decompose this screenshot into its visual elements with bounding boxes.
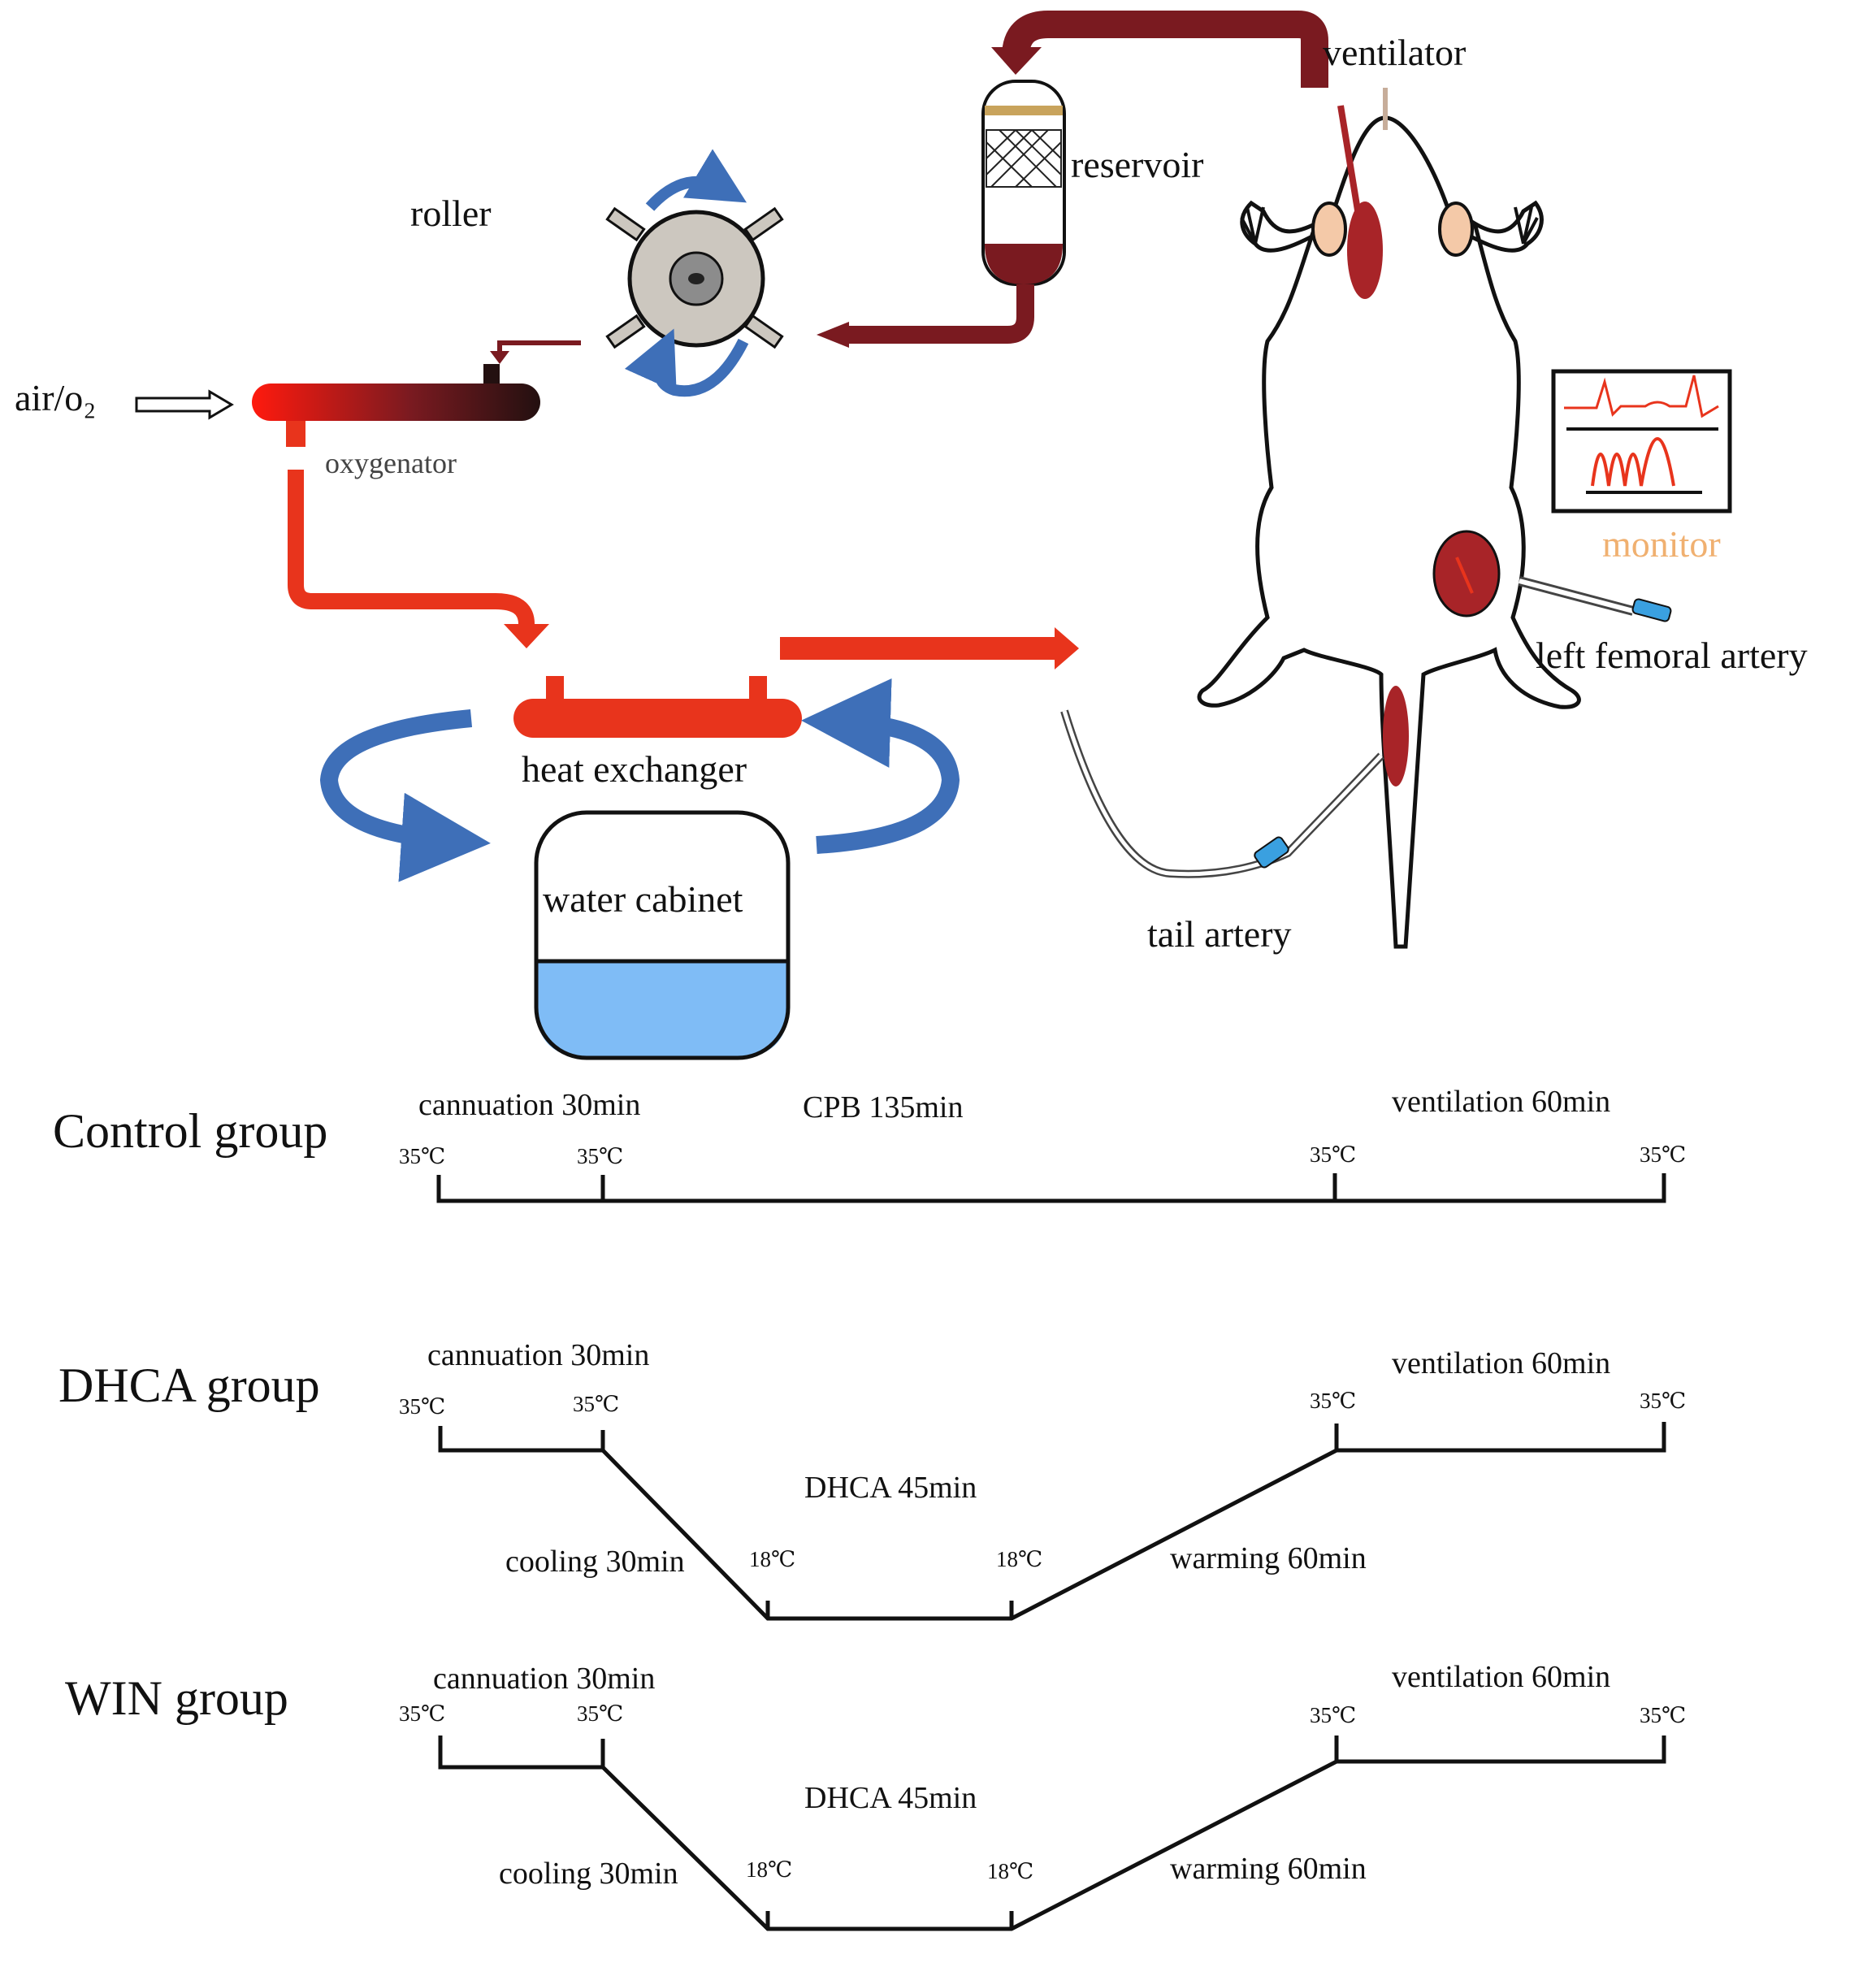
dhca-temp-1: 35℃ xyxy=(399,1394,445,1419)
water-cabinet-label: water cabinet xyxy=(543,878,743,920)
win-ventilation-label: ventilation 60min xyxy=(1392,1660,1610,1694)
control-cannulation-label: cannuation 30min xyxy=(418,1088,640,1122)
win-temp-4: 35℃ xyxy=(1640,1703,1686,1727)
win-arrest-label: DHCA 45min xyxy=(804,1781,977,1815)
monitor xyxy=(1551,369,1732,514)
win-temp-3: 35℃ xyxy=(1310,1703,1356,1727)
reservoir-label: reservoir xyxy=(1071,144,1203,185)
dhca-cooling-label: cooling 30min xyxy=(505,1545,685,1579)
oxygenator-label: oxygenator xyxy=(325,447,457,479)
win-temp-6: 18℃ xyxy=(987,1859,1033,1883)
oxygenator-to-heat-exchanger-tube xyxy=(288,470,549,648)
femoral-cannula xyxy=(1518,576,1672,622)
control-temp-3: 35℃ xyxy=(1310,1142,1356,1167)
water-circulation-arrows xyxy=(319,678,960,882)
heat-exchanger-label: heat exchanger xyxy=(522,748,747,790)
dhca-temp-3: 35℃ xyxy=(1310,1389,1356,1413)
tail-artery-label: tail artery xyxy=(1147,913,1292,955)
heat-exchanger xyxy=(513,676,802,738)
win-temp-2: 35℃ xyxy=(577,1701,623,1726)
control-group-timeline: Control group cannuation 30min CPB 135mi… xyxy=(53,1085,1686,1203)
win-cooling-label: cooling 30min xyxy=(499,1857,678,1891)
dhca-cannulation-label: cannuation 30min xyxy=(427,1338,649,1372)
tail-cannula xyxy=(1060,709,1384,878)
roller-label: roller xyxy=(410,193,492,234)
dhca-ventilation-label: ventilation 60min xyxy=(1392,1346,1610,1380)
ventilator-label: ventilator xyxy=(1323,32,1466,73)
reservoir-to-roller-tube xyxy=(817,284,1034,348)
water-cabinet xyxy=(534,810,791,1060)
control-temp-4: 35℃ xyxy=(1640,1142,1686,1167)
dhca-temp-4: 35℃ xyxy=(1640,1389,1686,1413)
reservoir xyxy=(981,80,1066,286)
dhca-temp-6: 18℃ xyxy=(996,1547,1042,1571)
roller-to-oxygenator-tube xyxy=(490,340,581,364)
left-femoral-artery-label: left femoral artery xyxy=(1536,635,1808,676)
oxygenator xyxy=(252,364,540,447)
win-temp-1: 35℃ xyxy=(399,1701,445,1726)
heat-exchanger-to-rat-arrow xyxy=(780,627,1079,670)
win-group-timeline: WIN group cannuation 30min ventilation 6… xyxy=(65,1660,1686,1931)
dhca-temp-5: 18℃ xyxy=(749,1547,795,1571)
dhca-group-timeline: DHCA group cannuation 30min ventilation … xyxy=(58,1338,1686,1621)
control-ventilation-label: ventilation 60min xyxy=(1392,1085,1610,1119)
roller-pump xyxy=(605,149,784,397)
win-cannulation-label: cannuation 30min xyxy=(433,1662,655,1696)
control-temp-2: 35℃ xyxy=(577,1144,623,1168)
control-group-label: Control group xyxy=(53,1104,327,1158)
control-temp-1: 35℃ xyxy=(399,1144,445,1168)
win-warming-label: warming 60min xyxy=(1170,1852,1367,1886)
monitor-label: monitor xyxy=(1602,523,1721,565)
win-temp-5: 18℃ xyxy=(746,1857,792,1882)
win-group-label: WIN group xyxy=(65,1671,288,1725)
air-arrow-icon xyxy=(135,389,234,420)
dhca-group-label: DHCA group xyxy=(58,1358,320,1412)
rat-illustration xyxy=(1197,88,1581,949)
control-cpb-label: CPB 135min xyxy=(803,1090,963,1124)
dhca-arrest-label: DHCA 45min xyxy=(804,1471,977,1505)
dhca-warming-label: warming 60min xyxy=(1170,1541,1367,1575)
dhca-temp-2: 35℃ xyxy=(573,1392,619,1416)
air-o2-label: air/o₂ xyxy=(15,377,96,418)
ventilator-tube xyxy=(991,11,1328,88)
